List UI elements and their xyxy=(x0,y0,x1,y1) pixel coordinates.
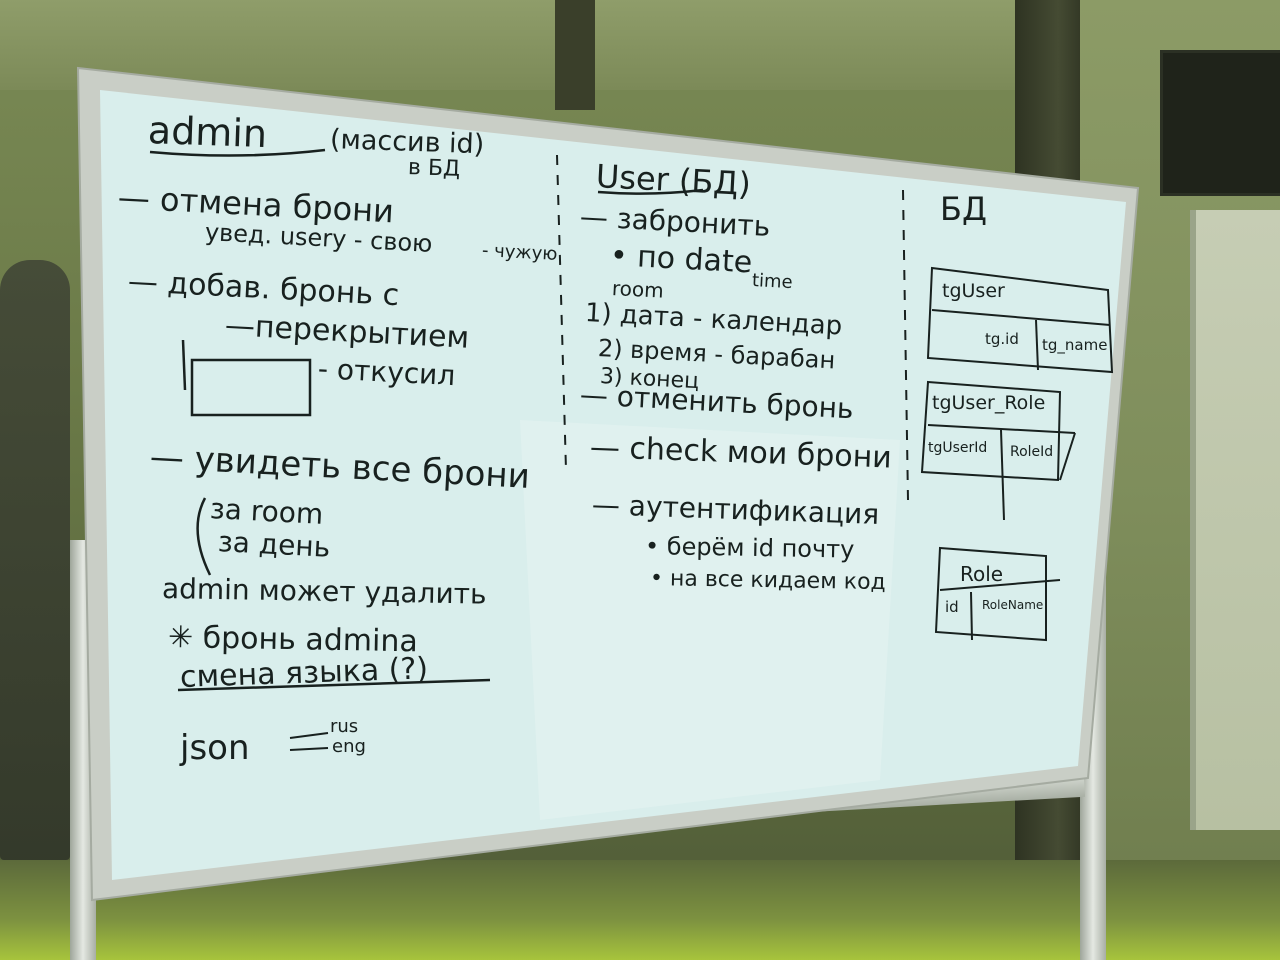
db-table-tguser xyxy=(926,266,1114,374)
admin-note-can-delete: admin может удалить xyxy=(161,572,487,611)
admin-note-json: json xyxy=(180,728,250,768)
person-silhouette xyxy=(0,260,70,860)
admin-title-note: (массив id) xyxy=(329,124,485,161)
admin-note-rus: rus xyxy=(330,716,359,737)
db-table-tguser-role xyxy=(920,380,1076,521)
admin-title: admin xyxy=(147,108,268,157)
window-frame xyxy=(555,0,595,110)
db-table-role-col-id: id xyxy=(945,598,959,616)
user-item-by-date: • по date xyxy=(609,238,754,281)
user-item-time: time xyxy=(751,270,794,294)
db-table-tguser-col-name: tg_name xyxy=(1042,336,1108,354)
db-table-tguser-col-id: tg.id xyxy=(985,330,1019,348)
admin-note-eng: eng xyxy=(332,736,366,757)
db-table-role-col-rolename: RoleName xyxy=(982,598,1044,612)
db-table-role-name: Role xyxy=(960,562,1004,586)
db-table-role xyxy=(934,546,1061,642)
db-title: БД xyxy=(940,190,987,228)
wall-monitor xyxy=(1160,50,1280,196)
db-table-tguser-role-col-user: tgUserId xyxy=(928,440,988,456)
db-table-tguser-role-name: tgUser_Role xyxy=(932,392,1046,414)
admin-item-by-day: за день xyxy=(217,525,332,564)
background-door xyxy=(1190,210,1280,830)
user-item-send-code: • на все кидаем код xyxy=(649,566,886,596)
admin-item-notify-other: - чужую xyxy=(481,240,558,265)
user-title: User (БД) xyxy=(595,157,752,204)
db-table-tguser-role-col-role: RoleId xyxy=(1010,444,1054,460)
admin-title-note-2: в БД xyxy=(407,155,461,182)
user-item-take-email: • берём id почту xyxy=(644,532,855,564)
db-table-tguser-name: tgUser xyxy=(942,280,1005,302)
user-item-room: room xyxy=(611,276,665,303)
